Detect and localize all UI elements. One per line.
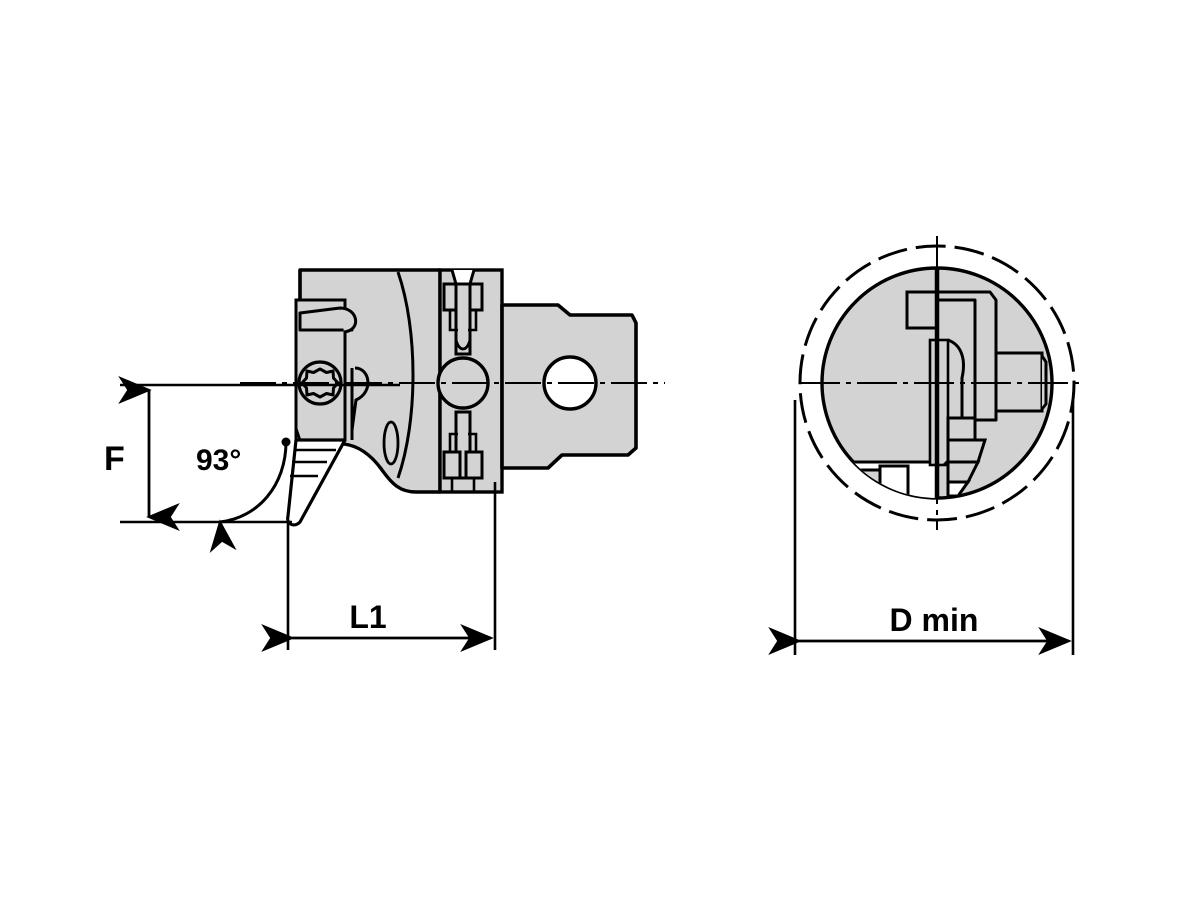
dimension-F: F [104,376,400,531]
dimension-label-l1: L1 [349,599,386,635]
side-view-group [240,268,665,527]
angle-arc [209,441,288,553]
dimension-Dmin: D min [768,400,1075,655]
dimension-label-f: F [104,440,125,478]
dimension-L1: L1 [261,482,497,652]
km-coupling-flange [436,268,504,494]
km-tapered-shank [500,303,638,470]
dimension-label-dmin: D min [890,602,979,638]
dimension-angle: 93° [196,437,291,553]
angle-vertex-dot [281,437,291,447]
oval-slot-detail [382,420,400,466]
cutting-insert [286,427,347,527]
dimension-label-angle: 93° [196,444,241,477]
end-view-group [798,236,1080,530]
